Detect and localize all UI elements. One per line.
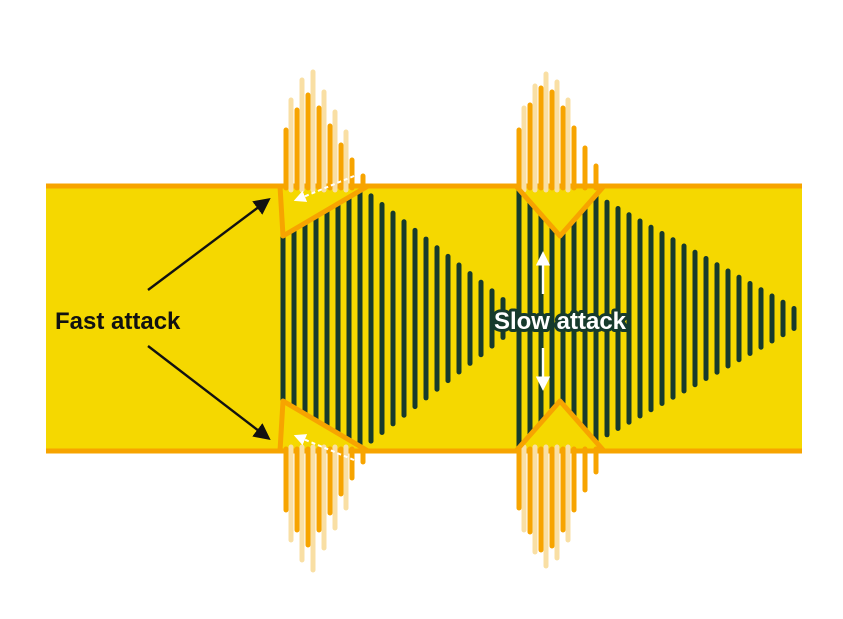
fast-attack-arrow-down [147,345,271,441]
fast-release-arrow-bottom [293,434,355,461]
fast-release-arrow-top [293,175,355,202]
overshoot-peaks [283,85,599,553]
slow-envelope-top [514,184,606,239]
envelopes [277,183,606,454]
compressed-waveform [280,187,797,450]
fast-attack-arrow-up [147,197,271,291]
fast-attack-label: Fast attack [55,308,181,335]
uncompressed-peaks [288,69,571,573]
fast-envelope-top [277,183,370,239]
fast-envelope-bottom [277,398,370,454]
slow-attack-label: Slow attack [494,308,627,335]
slow-envelope-bottom [514,398,606,453]
